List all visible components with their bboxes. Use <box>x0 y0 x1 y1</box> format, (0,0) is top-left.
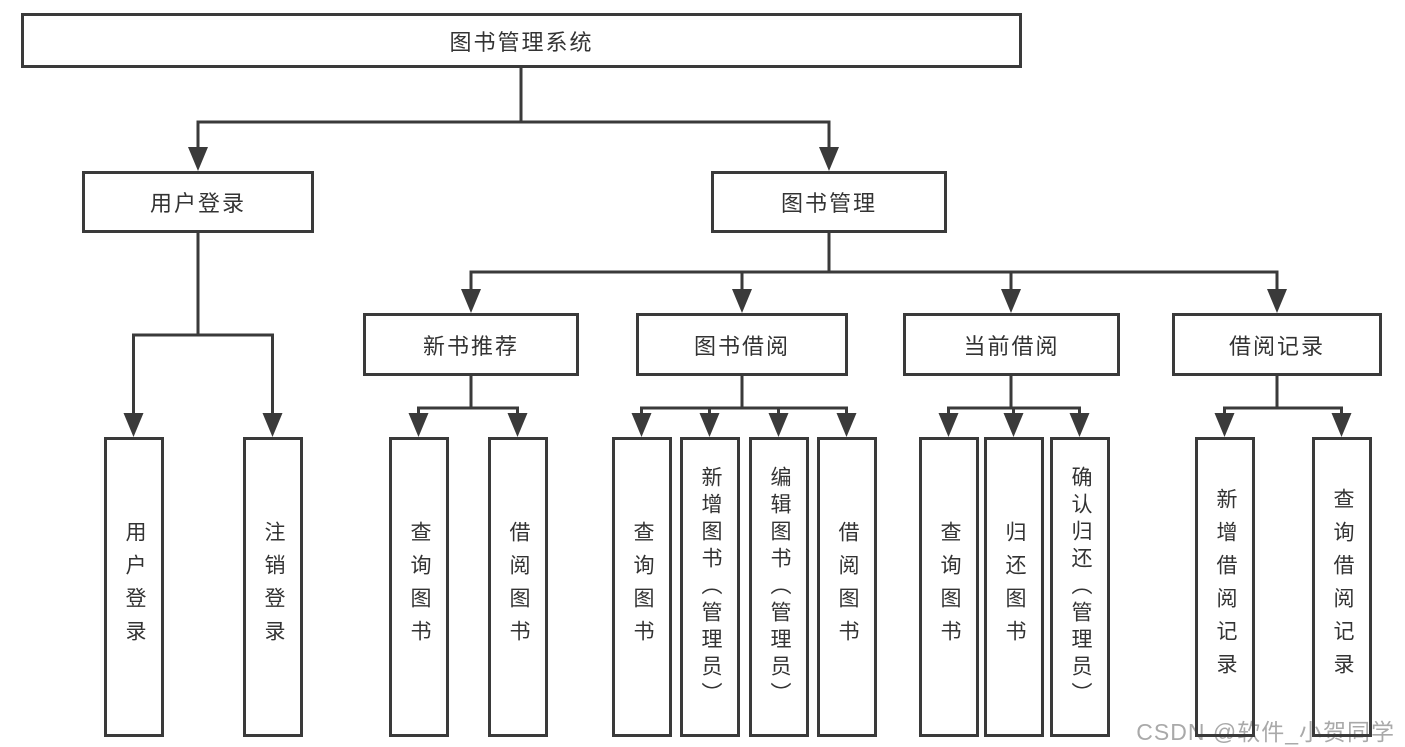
leaf-br-query-borrow-record: 查询借阅记录 <box>1312 437 1372 737</box>
leaf-logout-login: 注销登录 <box>243 437 303 737</box>
leaf-nbr-query-books: 查询图书 <box>389 437 449 737</box>
leaf-user-login: 用户登录 <box>104 437 164 737</box>
node-current-borrowing: 当前借阅 <box>903 313 1120 376</box>
watermark: CSDN @软件_小贺同学 <box>1136 719 1395 745</box>
leaf-bb-edit-books-admin: 编辑图书（管理员） <box>749 437 809 737</box>
node-user-login: 用户登录 <box>82 171 314 233</box>
leaf-cb-query-books: 查询图书 <box>919 437 979 737</box>
node-new-book-recommendation: 新书推荐 <box>363 313 579 376</box>
arrowheads <box>123 147 1352 437</box>
leaf-br-add-borrow-record: 新增借阅记录 <box>1195 437 1255 737</box>
spine-book-management <box>469 233 1279 274</box>
leaf-cb-confirm-return-admin: 确认归还（管理员） <box>1050 437 1110 737</box>
node-borrowing-records: 借阅记录 <box>1172 313 1382 376</box>
spine-root <box>196 68 831 124</box>
spine-current-borrowing <box>947 376 1081 410</box>
leaf-nbr-borrow-books: 借阅图书 <box>488 437 548 737</box>
node-book-management: 图书管理 <box>711 171 947 233</box>
spine-book-borrowing <box>640 376 848 410</box>
leaf-cb-return-books: 归还图书 <box>984 437 1044 737</box>
leaf-bb-query-books: 查询图书 <box>612 437 672 737</box>
spine-user-login <box>132 233 274 337</box>
node-root: 图书管理系统 <box>21 13 1022 68</box>
leaf-bb-add-books-admin: 新增图书（管理员） <box>680 437 740 737</box>
arrow-stems <box>132 122 1343 417</box>
node-book-borrowing: 图书借阅 <box>636 313 848 376</box>
leaf-bb-borrow-books: 借阅图书 <box>817 437 877 737</box>
spine-borrowing-records <box>1223 376 1343 410</box>
spine-new-book-recommendation <box>417 376 519 410</box>
